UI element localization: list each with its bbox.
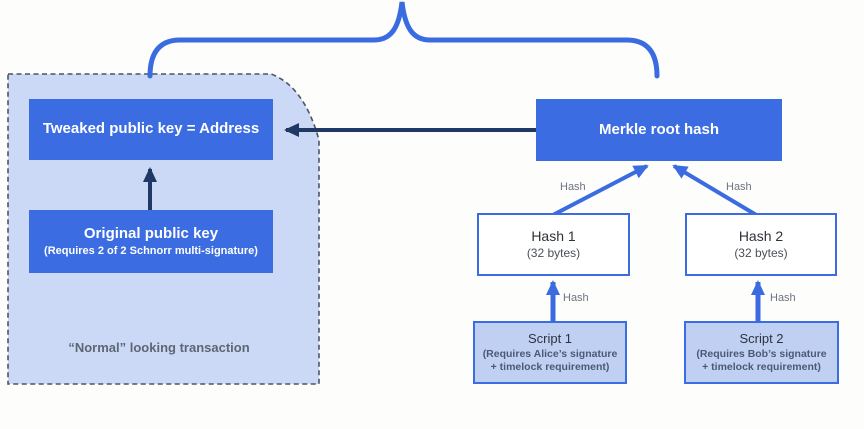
- script1-title: Script 1: [527, 330, 573, 346]
- curly-brace: [147, 1, 660, 79]
- original-public-key-subtitle: (Requires 2 of 2 Schnorr multi-signature…: [44, 244, 258, 257]
- hash2-to-merkle-arrow: [672, 164, 760, 218]
- script1-subtitle: (Requires Alice’s signature + timelock r…: [482, 348, 618, 374]
- hash1-to-merkle-edge-label: Hash: [560, 181, 586, 193]
- hash2-subtitle: (32 bytes): [734, 246, 788, 261]
- hash2-box: Hash 2 (32 bytes): [685, 213, 837, 276]
- merkle-root-hash-box: Merkle root hash: [536, 99, 782, 161]
- merkle-root-hash-title: Merkle root hash: [598, 120, 720, 138]
- script2-title: Script 2: [739, 330, 784, 346]
- script1-to-hash1-edge-label: Hash: [563, 292, 589, 304]
- script1-box: Script 1 (Requires Alice’s signature + t…: [473, 321, 627, 384]
- hash1-title: Hash 1: [531, 227, 576, 244]
- document-caption: “Normal” looking transaction: [68, 340, 250, 355]
- original-public-key-title: Original public key: [83, 224, 219, 242]
- tweaked-public-key-title: Tweaked public key = Address: [42, 120, 260, 138]
- original-public-key-box: Original public key (Requires 2 of 2 Sch…: [29, 210, 273, 273]
- tweaked-public-key-box: Tweaked public key = Address: [29, 99, 273, 160]
- hash1-subtitle: (32 bytes): [526, 246, 581, 261]
- script2-subtitle: (Requires Bob’s signature + timelock req…: [696, 348, 827, 374]
- hash1-to-merkle-arrow: [550, 164, 649, 218]
- hash2-to-merkle-edge-label: Hash: [726, 181, 752, 193]
- script2-to-hash2-edge-label: Hash: [770, 292, 796, 304]
- hash1-box: Hash 1 (32 bytes): [477, 213, 630, 276]
- hash2-title: Hash 2: [738, 227, 784, 244]
- script2-box: Script 2 (Requires Bob’s signature + tim…: [684, 321, 839, 384]
